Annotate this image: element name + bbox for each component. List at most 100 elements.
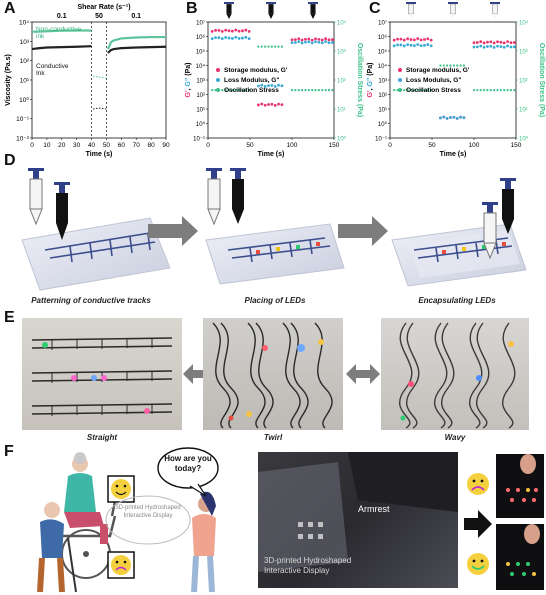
c-series-0-pt <box>392 38 396 42</box>
b-syringe-body-2 <box>310 3 316 15</box>
c-xtick-label-2: 100 <box>469 142 480 149</box>
b-series-2-pt <box>237 89 241 92</box>
chart-a-ytick-label-5: 10³ <box>20 39 30 46</box>
b-series-1-pt <box>260 83 264 87</box>
c-series-1-pt <box>419 44 423 48</box>
b-series-0-pt <box>290 38 294 42</box>
b-xtick-label-2: 100 <box>287 142 298 149</box>
c-series-0-pt <box>429 38 433 42</box>
chart-a-series-0-seg-0 <box>32 29 92 33</box>
c-series-1-pt <box>492 45 496 49</box>
step2-syringe-white <box>206 168 222 226</box>
c-series-2-pt <box>496 89 499 92</box>
b-legend-label-0: Storage modulus, G' <box>224 67 288 74</box>
c-series-1-pt <box>409 43 413 47</box>
c-series-1-pt <box>512 45 516 49</box>
b-series-0-pt <box>314 37 317 41</box>
b-series-0-pt <box>327 38 331 42</box>
b-series-2-pt <box>221 89 224 92</box>
b-series-2-pt <box>297 89 300 92</box>
chart-c-ylabel-sep: , <box>367 86 374 90</box>
c-series-1-pt <box>445 116 449 120</box>
b-series-0-pt <box>224 28 228 32</box>
chart-a-xtick-label-4: 40 <box>88 142 96 149</box>
chart-a-xtick-label-3: 30 <box>73 142 81 149</box>
step1-syringe-black <box>54 182 70 240</box>
c-series-2-pt <box>406 89 409 92</box>
chart-a-series-1-seg-0 <box>31 45 92 51</box>
b-series-2-pt <box>311 89 314 92</box>
step2-tracks <box>227 237 331 263</box>
b-series-1-pt <box>230 37 234 40</box>
b-y2tick-label-0: 10⁰ <box>337 136 347 143</box>
b-y2tick-label-3: 10³ <box>337 50 346 56</box>
chart-c-ylabel: G', G" (Pa) <box>367 63 374 98</box>
c-series-1-pt <box>482 45 486 49</box>
c-series-1-pt <box>455 117 459 120</box>
b-series-0-pt <box>227 29 231 33</box>
chart-c-ylabel-unit: (Pa) <box>367 63 374 78</box>
photo-wavy <box>381 318 529 430</box>
step2-syringe-black <box>230 168 246 224</box>
c-syringe-cap-2 <box>490 2 500 4</box>
c-ytick-label-3: 10² <box>378 93 387 99</box>
c-syringe-body-1 <box>450 3 456 15</box>
seated-woman <box>64 452 108 544</box>
b-ytick-label-5: 10⁴ <box>196 63 206 70</box>
chart-c-ylabel-g1: G' <box>367 90 374 97</box>
step1-group <box>21 168 171 291</box>
b-ytick-label-4: 10³ <box>196 79 205 85</box>
photo-wavy-drawing <box>399 322 516 429</box>
b-ytick-label-1: 10⁰ <box>196 121 206 128</box>
b-series-0-pt <box>247 29 251 33</box>
b-series-2-pt <box>277 45 280 48</box>
chart-c-xlabel: Time (s) <box>440 151 467 158</box>
b-series-2-pt <box>267 45 270 48</box>
b-xtick-label-1: 50 <box>246 142 254 149</box>
chart-a-series-0-seg-1 <box>92 75 107 79</box>
c-series-2-pt <box>482 89 486 92</box>
b-series-1-pt <box>280 84 284 88</box>
b-series-1-pt <box>263 85 267 88</box>
c-series-0-pt <box>419 38 423 42</box>
b-series-0-pt <box>263 103 267 107</box>
c-series-2-pt <box>439 64 442 67</box>
c-series-1-pt <box>399 43 403 47</box>
c-legend-label-2: Oscillation Stress <box>406 87 461 94</box>
b-ytick-label-6: 10⁵ <box>196 49 206 56</box>
chart-b-ylabel-g1: G' <box>185 90 192 97</box>
b-syringe-tip-2 <box>310 14 316 19</box>
c-y2tick-label-0: 10⁰ <box>519 136 529 143</box>
chart-a-top-tick-0: 0.1 <box>57 13 67 20</box>
c-series-0-pt <box>396 37 399 41</box>
b-series-1-pt <box>234 35 238 39</box>
c-y2tick-label-3: 10³ <box>519 50 528 56</box>
c-series-2-pt <box>462 64 466 67</box>
c-series-1-pt <box>475 45 479 49</box>
display-photo-green <box>496 524 544 590</box>
step2-leds <box>256 242 320 254</box>
c-series-1-pt <box>449 116 452 119</box>
c-series-0-pt <box>402 38 406 42</box>
chart-a-xtick-label-0: 0 <box>30 142 34 149</box>
b-syringe-tip-0 <box>226 14 232 19</box>
b-series-0-pt <box>230 29 234 33</box>
chart-a-xtick-label-6: 60 <box>118 142 126 149</box>
b-series-1-pt <box>237 37 241 40</box>
chart-b-xlabel: Time (s) <box>258 151 285 158</box>
chart-a-top-tick-1: 50 <box>95 13 103 20</box>
c-series-0-pt <box>512 41 516 44</box>
b-series-1-pt <box>307 40 311 44</box>
b-series-2-pt <box>211 89 214 92</box>
b-y2tick-label-1: 10¹ <box>337 108 346 114</box>
b-syringe-body-1 <box>268 3 274 15</box>
sad-emoji-box <box>107 551 135 579</box>
b-series-2-pt <box>234 89 237 92</box>
chart-a-ytick-label-2: 10⁰ <box>19 96 29 104</box>
step2-substrate <box>205 223 345 285</box>
panel-a-label: A <box>4 0 16 17</box>
chart-a-top-tick-2: 0.1 <box>131 13 141 20</box>
panel-f-right <box>464 454 544 590</box>
